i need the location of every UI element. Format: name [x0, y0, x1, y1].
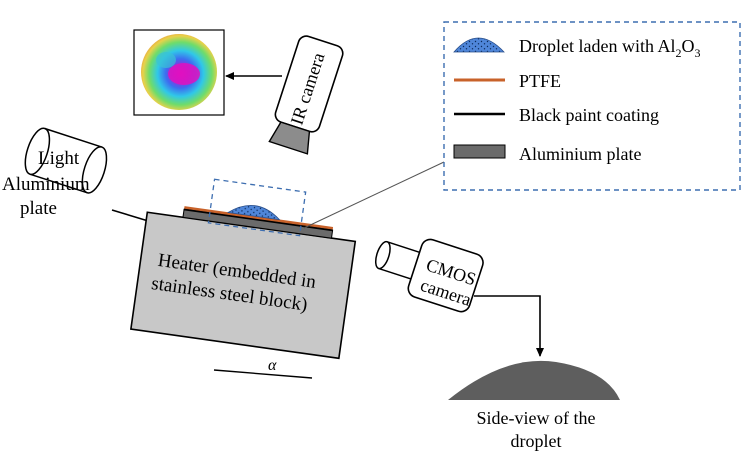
heater-assembly [129, 178, 357, 360]
aluminium-plate-pointer-label-line1: Aluminium [2, 174, 90, 195]
legend-ptfe-label: PTFE [519, 71, 561, 91]
angle-baseline [213, 369, 313, 379]
ptfe-layer [184, 206, 334, 230]
legend-droplet-swatch [453, 37, 505, 53]
ir-camera-icon: IR camera [268, 35, 344, 155]
aluminium-plate-pointer-label-line2: plate [20, 198, 57, 219]
tilt-angle-symbol: α [268, 357, 277, 374]
zoom-leader-line [303, 161, 445, 229]
side-view-label-line2: droplet [511, 431, 562, 451]
legend: Droplet laden with Al2O3 PTFE Black pain… [443, 21, 741, 191]
legend-black-paint-label: Black paint coating [519, 105, 659, 125]
light-source-icon [24, 127, 108, 194]
cmos-arrow [474, 295, 544, 357]
droplet [226, 205, 281, 221]
side-view-droplet [448, 360, 620, 400]
side-view-label-line1: Side-view of the [477, 408, 596, 428]
thermal-image-icon [133, 29, 225, 116]
legend-aluminium-label: Aluminium plate [519, 144, 641, 164]
cmos-camera-icon [374, 238, 484, 313]
light-label: Light [38, 148, 80, 169]
legend-aluminium-swatch [453, 144, 506, 159]
legend-droplet-label: Droplet laden with Al2O3 [519, 36, 700, 60]
zoom-dashed-box [207, 178, 307, 237]
